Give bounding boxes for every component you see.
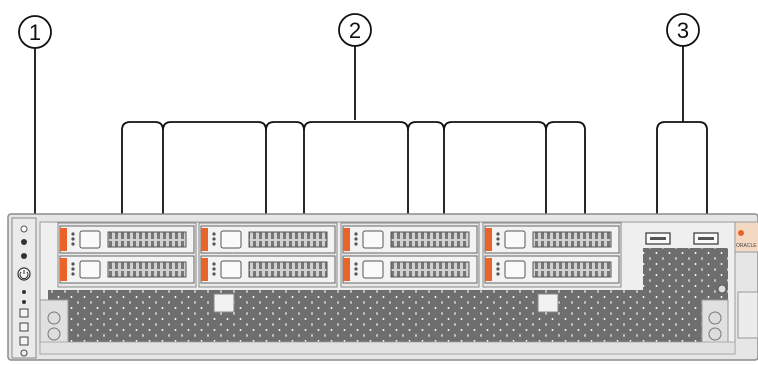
locator-led-icon [20,225,28,233]
service-led-icon [21,239,27,245]
drive-bays [57,222,622,288]
callout-3-leader-lines [656,46,708,232]
status-led-icon [21,253,27,259]
brand-badge: ORACLE [734,221,758,339]
drive-bay[interactable] [484,255,620,284]
drive-bay[interactable] [200,255,336,284]
drive-release-latch[interactable] [60,258,67,281]
drive-bay[interactable] [342,225,478,254]
drive-bay[interactable] [59,255,195,284]
left-status-panel [11,217,37,359]
drive-release-latch[interactable] [201,228,208,251]
drive-release-latch[interactable] [201,258,208,281]
drive-bay[interactable] [59,225,195,254]
callout-3-label: 3 [677,18,689,43]
brand-badge-text: ORACLE [736,243,757,249]
callout-1: 1 [18,15,52,215]
drive-bay[interactable] [484,225,620,254]
callout-3: 3 [656,13,708,232]
callout-2: 2 [121,13,586,265]
drive-release-latch[interactable] [60,228,67,251]
drive-release-latch[interactable] [485,258,492,281]
usb-port[interactable] [645,232,671,245]
usb-port[interactable] [693,232,719,245]
drive-release-latch[interactable] [343,228,350,251]
drive-bay[interactable] [342,255,478,284]
callout-1-label: 1 [29,20,41,45]
callout-2-label: 2 [349,18,361,43]
usb-ports [645,232,719,245]
drive-release-latch[interactable] [343,258,350,281]
drive-bay[interactable] [200,225,336,254]
drive-release-latch[interactable] [485,228,492,251]
callout-2-leader-lines [121,46,586,265]
